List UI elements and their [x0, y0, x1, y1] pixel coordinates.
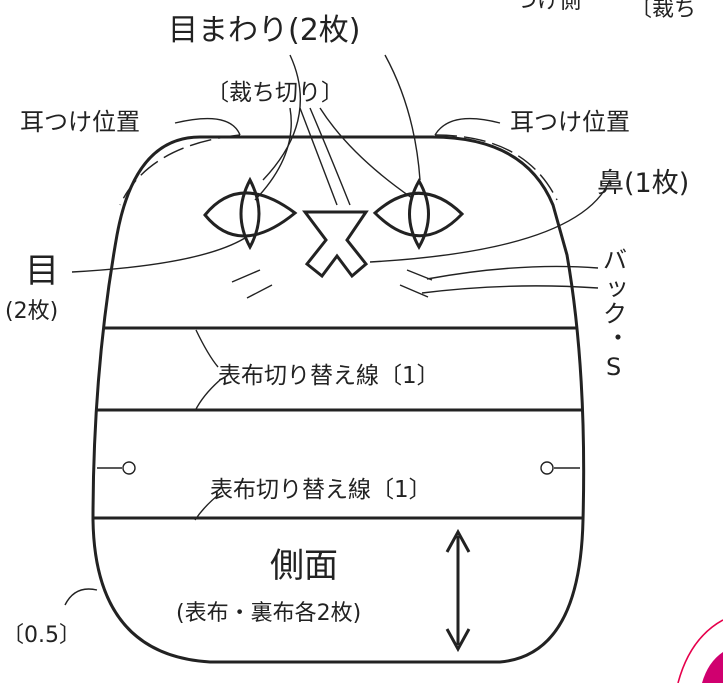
- whisker-left-2: [246, 284, 273, 299]
- top-cut-left-label: つけ側: [515, 0, 581, 14]
- back-stitch-label-1: バ: [603, 246, 627, 274]
- back-stitch-label-5: S: [606, 353, 621, 381]
- back-stitch-label-3: ク: [603, 300, 627, 328]
- right-eye-outline: [372, 191, 465, 238]
- eye-label: 目: [25, 251, 59, 291]
- leader-switch-2: [194, 379, 221, 412]
- side-subtitle: (表布・裏布各2枚): [176, 601, 361, 626]
- right-eye-pupil: [408, 177, 430, 251]
- leader-cut-3: [309, 107, 351, 206]
- ear-mark-left: [119, 134, 241, 206]
- side-circle-left: [122, 461, 136, 475]
- cut-off-label: 〔裁ち切り〕: [206, 80, 344, 106]
- leader-seam: [64, 588, 98, 606]
- top-cut-right-label: 〔裁ち: [630, 0, 696, 22]
- whisker-right-2: [399, 284, 429, 298]
- leader-switch-1: [195, 329, 219, 368]
- corner-decoration-red: [677, 619, 723, 683]
- eye-count-label: (2枚): [5, 299, 58, 324]
- switch-line-label-1: 表布切り替え線〔1〕: [218, 363, 440, 389]
- eye-rim-label: 目まわり(2枚): [168, 13, 361, 48]
- leader-eye-rim-right: [384, 54, 421, 181]
- back-stitch-label-2: ッ: [605, 273, 629, 301]
- side-title: 側面: [270, 546, 338, 586]
- ear-left-label: 耳つけ位置: [20, 108, 140, 136]
- side-circle-right: [540, 461, 554, 475]
- leader-switch-3: [194, 491, 223, 521]
- grain-arrow-head-top: [445, 528, 471, 553]
- grain-arrow-head-bottom: [445, 628, 471, 653]
- corner-decoration-magenta: [702, 652, 723, 683]
- ear-right-label: 耳つけ位置: [510, 108, 630, 136]
- ear-mark-right: [434, 134, 558, 201]
- leader-ear-left: [174, 117, 241, 136]
- leader-nose: [369, 179, 611, 263]
- leader-ear-right: [434, 117, 501, 136]
- nose-shape: [302, 210, 369, 279]
- leader-eye: [71, 237, 246, 273]
- whisker-left-1: [231, 269, 261, 283]
- body-outline: [91, 135, 586, 664]
- switch-line-label-2: 表布切り替え線〔1〕: [210, 477, 432, 503]
- leader-back-2: [421, 285, 599, 294]
- seam-allowance-label: 〔0.5〕: [2, 623, 81, 648]
- left-eye-outline: [203, 191, 298, 238]
- leader-cut-4: [319, 107, 413, 199]
- back-stitch-label-4: ・: [606, 324, 630, 352]
- leader-back-1: [426, 265, 599, 280]
- left-eye-pupil: [239, 176, 261, 251]
- leader-cut-2: [299, 107, 338, 206]
- nose-label: 鼻(1枚): [597, 168, 689, 199]
- leader-cut-1: [254, 107, 292, 201]
- leader-eye-rim-left: [262, 54, 301, 181]
